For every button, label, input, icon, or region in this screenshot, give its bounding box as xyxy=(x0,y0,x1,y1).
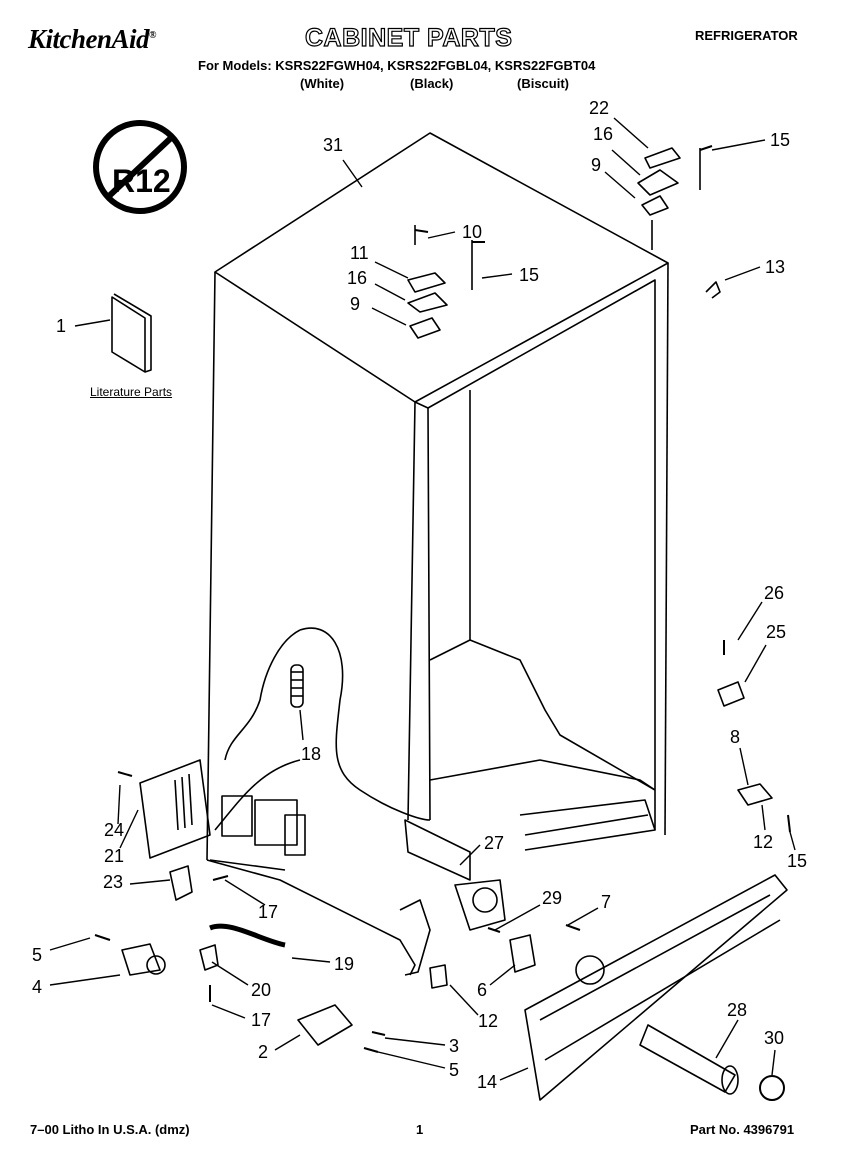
cap-part-30 xyxy=(759,1075,785,1101)
callout-15-upper: 15 xyxy=(770,130,791,150)
upper-hinge-right xyxy=(637,147,701,250)
r12-badge-icon xyxy=(93,120,187,214)
product-category: REFRIGERATOR xyxy=(695,28,798,43)
callout-3: 3 xyxy=(449,1036,460,1056)
callout-30: 30 xyxy=(764,1028,785,1048)
bracket-part-23 xyxy=(169,865,193,901)
page-number: 1 xyxy=(416,1122,424,1137)
callout-28: 28 xyxy=(727,1000,748,1020)
callout-12-lower: 12 xyxy=(478,1011,499,1031)
r12-badge-text: R12 xyxy=(112,163,171,199)
literature-parts-label: Literature Parts xyxy=(90,385,173,399)
callout-6: 6 xyxy=(477,980,488,1000)
callout-9-upper: 9 xyxy=(591,155,602,175)
callout-9-center: 9 xyxy=(350,294,361,314)
callout-16-center: 16 xyxy=(347,268,368,288)
callout-19: 19 xyxy=(334,954,355,974)
callout-22: 22 xyxy=(589,98,610,118)
callout-24: 24 xyxy=(104,820,125,840)
bracket-part-20 xyxy=(199,944,219,971)
clip-part-12-lower xyxy=(429,964,448,989)
callout-18: 18 xyxy=(301,744,322,764)
callout-21: 21 xyxy=(104,846,125,866)
screw-icons xyxy=(94,145,791,1053)
callout-17-lower: 17 xyxy=(251,1010,272,1030)
cabinet-body xyxy=(206,132,669,976)
callout-29: 29 xyxy=(542,888,563,908)
callout-17-upper: 17 xyxy=(258,902,279,922)
callout-5-left: 5 xyxy=(32,945,43,965)
leader-lines xyxy=(49,117,796,1081)
coil-part-18 xyxy=(290,664,304,708)
callout-26: 26 xyxy=(764,583,785,603)
callout-25: 25 xyxy=(766,622,787,642)
roller-part-2 xyxy=(297,1004,353,1046)
callout-7: 7 xyxy=(601,892,612,912)
callout-2: 2 xyxy=(258,1042,269,1062)
callout-15-right: 15 xyxy=(787,851,808,871)
callout-8: 8 xyxy=(730,727,741,747)
callout-27: 27 xyxy=(484,833,505,853)
callout-31: 31 xyxy=(323,135,344,155)
brand-logo: KitchenAid® xyxy=(28,24,157,54)
litho-note: 7–00 Litho In U.S.A. (dmz) xyxy=(30,1122,190,1137)
callout-12-right: 12 xyxy=(753,832,774,852)
part-number: Part No. 4396791 xyxy=(690,1122,795,1137)
caster-part-4 xyxy=(121,943,166,976)
shield-panel-part-21 xyxy=(139,759,211,859)
bracket-part-6 xyxy=(509,934,536,973)
duct-part-27 xyxy=(404,819,506,931)
bracket-part-8 xyxy=(737,783,773,806)
relay-components xyxy=(221,795,306,856)
callout-5-lower: 5 xyxy=(449,1060,460,1080)
grille-part-14 xyxy=(524,874,788,1101)
callout-15-center: 15 xyxy=(519,265,540,285)
callout-14: 14 xyxy=(477,1072,498,1092)
literature-booklet-icon xyxy=(111,293,152,373)
page-title: CABINET PARTS xyxy=(304,23,513,52)
models-line: For Models: KSRS22FGWH04, KSRS22FGBL04, … xyxy=(198,58,596,73)
callout-16-upper: 16 xyxy=(593,124,614,144)
callout-13: 13 xyxy=(765,257,786,277)
bracket-part-25 xyxy=(717,681,745,707)
tube-part-19 xyxy=(209,923,286,948)
callout-20: 20 xyxy=(251,980,272,1000)
variant-biscuit: (Biscuit) xyxy=(517,76,569,91)
callout-23: 23 xyxy=(103,872,124,892)
callout-1: 1 xyxy=(56,316,67,336)
callout-10: 10 xyxy=(462,222,483,242)
callout-11: 11 xyxy=(350,243,369,263)
variant-black: (Black) xyxy=(410,76,454,91)
variant-white: (White) xyxy=(300,76,345,91)
clip-part-13 xyxy=(705,281,721,299)
filter-part-28 xyxy=(639,1024,739,1095)
callout-4: 4 xyxy=(32,977,43,997)
upper-hinge-center xyxy=(407,225,473,339)
